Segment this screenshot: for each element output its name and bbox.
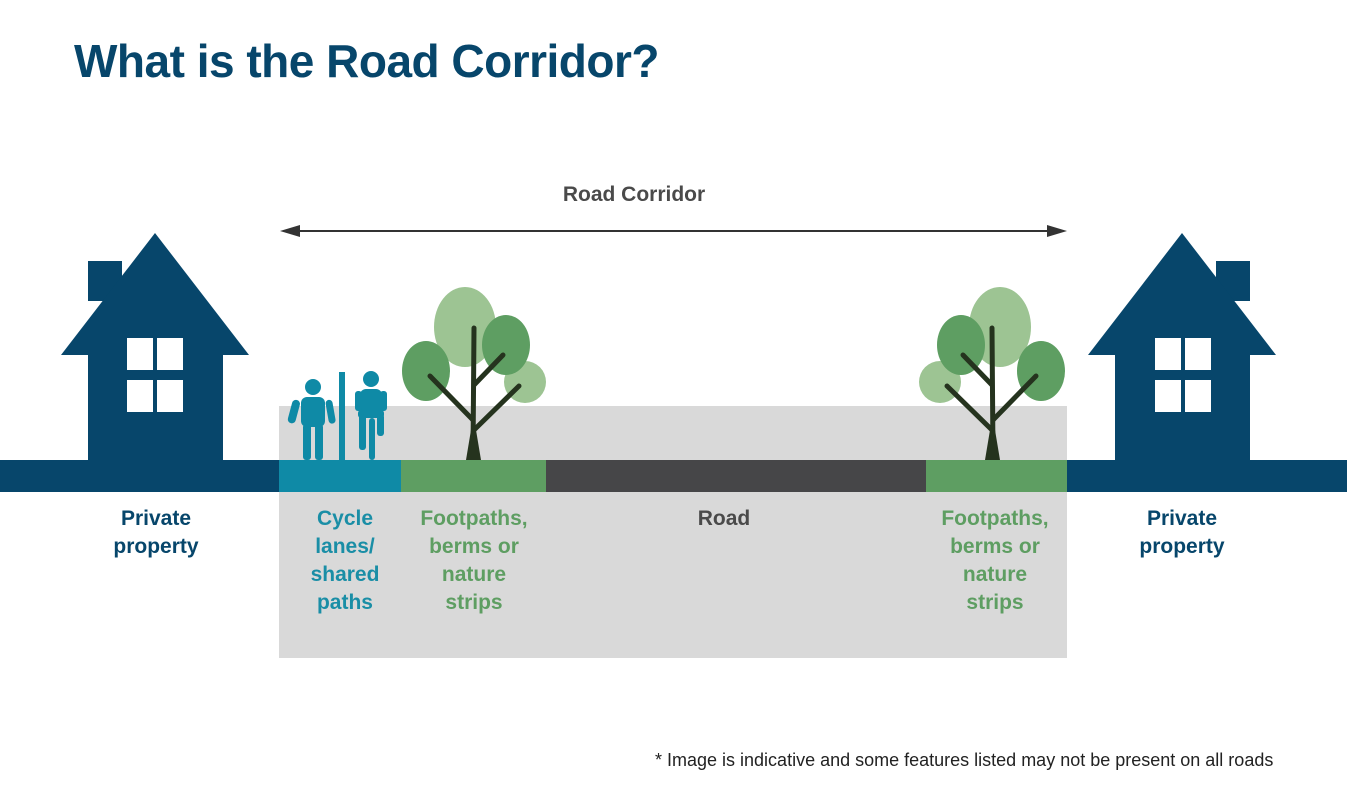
road-corridor-label: Road Corridor xyxy=(562,183,706,206)
private-property-ground-right xyxy=(1067,460,1347,492)
footpath-strip-right xyxy=(926,460,1067,492)
footpaths-label-left: Footpaths, berms or nature strips xyxy=(420,507,528,614)
tree-icon-right xyxy=(919,287,1065,460)
private-property-ground-left xyxy=(0,460,279,492)
cyclist-icon xyxy=(355,371,387,460)
footpath-strip-left xyxy=(401,460,546,492)
tree-icon-left xyxy=(402,287,546,460)
house-icon-left xyxy=(61,233,249,462)
cycle-lanes-label: Cycle lanes/ shared paths xyxy=(310,507,380,614)
house-icon-right xyxy=(1088,233,1276,462)
private-property-label-right: Private property xyxy=(1139,507,1225,558)
cycle-lane-strip xyxy=(279,460,401,492)
road-strip xyxy=(546,460,926,492)
disclaimer-footnote: * Image is indicative and some features … xyxy=(655,750,1274,770)
double-arrow-icon xyxy=(280,225,1067,237)
lane-divider-post xyxy=(339,372,345,460)
private-property-label-left: Private property xyxy=(113,507,199,558)
road-corridor-area xyxy=(279,406,1067,658)
pedestrian-icon xyxy=(287,379,336,460)
road-label: Road xyxy=(697,507,751,530)
footpaths-label-right: Footpaths, berms or nature strips xyxy=(941,507,1049,614)
page-title: What is the Road Corridor? xyxy=(74,35,660,87)
